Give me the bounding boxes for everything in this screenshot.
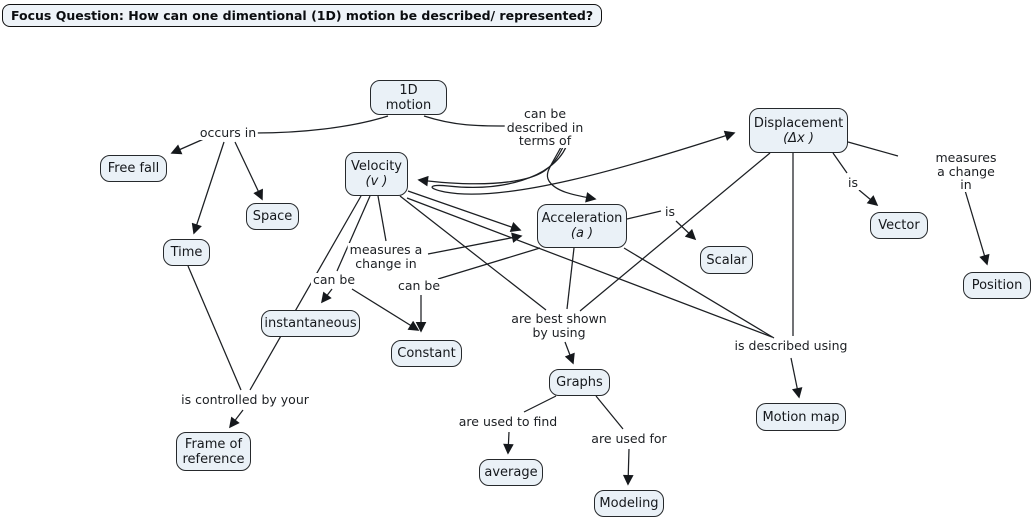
- node-label: Free fall: [107, 161, 160, 176]
- node-vector[interactable]: Vector: [870, 212, 928, 239]
- node-scalar[interactable]: Scalar: [700, 246, 753, 274]
- node-velocity[interactable]: Velocity (v ): [345, 152, 408, 196]
- node-modeling[interactable]: Modeling: [594, 490, 664, 517]
- node-motion-map[interactable]: Motion map: [756, 403, 846, 431]
- node-acceleration[interactable]: Acceleration (a ): [537, 204, 627, 248]
- edge-label-measures-a-change-in-right[interactable]: measures a change in: [931, 151, 1001, 192]
- node-graphs[interactable]: Graphs: [549, 369, 610, 396]
- node-space[interactable]: Space: [246, 203, 299, 230]
- node-label: Displacement: [753, 115, 844, 131]
- node-displacement[interactable]: Displacement (Δx ): [749, 108, 848, 153]
- node-instantaneous[interactable]: instantaneous: [261, 310, 360, 337]
- node-label: Time: [170, 245, 203, 260]
- edge-label-measures-a-change-in-left[interactable]: measures a change in: [347, 242, 425, 271]
- node-1d-motion[interactable]: 1D motion: [370, 80, 447, 115]
- node-label: Position: [971, 278, 1023, 293]
- node-time[interactable]: Time: [163, 239, 210, 266]
- node-position[interactable]: Position: [963, 272, 1031, 299]
- edge-label-are-used-for[interactable]: are used for: [589, 431, 669, 446]
- node-symbol: (v ): [365, 174, 388, 189]
- node-symbol: (Δx ): [783, 130, 814, 146]
- edge-label-can-be-right[interactable]: can be: [395, 278, 443, 293]
- edge-label-are-used-to-find[interactable]: are used to find: [456, 414, 560, 429]
- node-label: Space: [252, 209, 293, 224]
- node-label: Frame of reference: [182, 436, 245, 467]
- node-label: 1D motion: [385, 82, 432, 113]
- node-symbol: (a ): [570, 226, 594, 241]
- node-constant[interactable]: Constant: [391, 340, 462, 367]
- node-label: Graphs: [556, 375, 603, 390]
- node-label: Motion map: [762, 409, 840, 425]
- node-label: Modeling: [599, 496, 659, 511]
- edge-label-is-described-using[interactable]: is described using: [732, 338, 850, 353]
- edge-label-occurs-in[interactable]: occurs in: [197, 125, 259, 140]
- edge-label-are-best-shown-by-using[interactable]: are best shown by using: [509, 311, 609, 340]
- node-free-fall[interactable]: Free fall: [100, 155, 167, 182]
- node-label: Scalar: [706, 252, 747, 268]
- node-label: Velocity: [351, 159, 402, 174]
- node-frame-of-reference[interactable]: Frame of reference: [176, 432, 251, 471]
- edge-label-is-acceleration-scalar[interactable]: is: [663, 204, 677, 219]
- node-label: Acceleration: [541, 211, 623, 226]
- node-average[interactable]: average: [479, 459, 543, 486]
- edge-label-is-controlled-by-your[interactable]: is controlled by your: [179, 392, 311, 407]
- edge-label-is-displacement-vector[interactable]: is: [846, 175, 860, 190]
- node-label: instantaneous: [264, 316, 357, 331]
- node-label: average: [484, 465, 538, 480]
- edge-label-can-be-left[interactable]: can be: [310, 272, 358, 287]
- edge-label-can-be-described-in-terms-of[interactable]: can be described in terms of: [504, 106, 586, 148]
- focus-question[interactable]: Focus Question: How can one dimentional …: [2, 4, 603, 27]
- node-label: Vector: [878, 218, 920, 233]
- node-label: Constant: [397, 346, 456, 361]
